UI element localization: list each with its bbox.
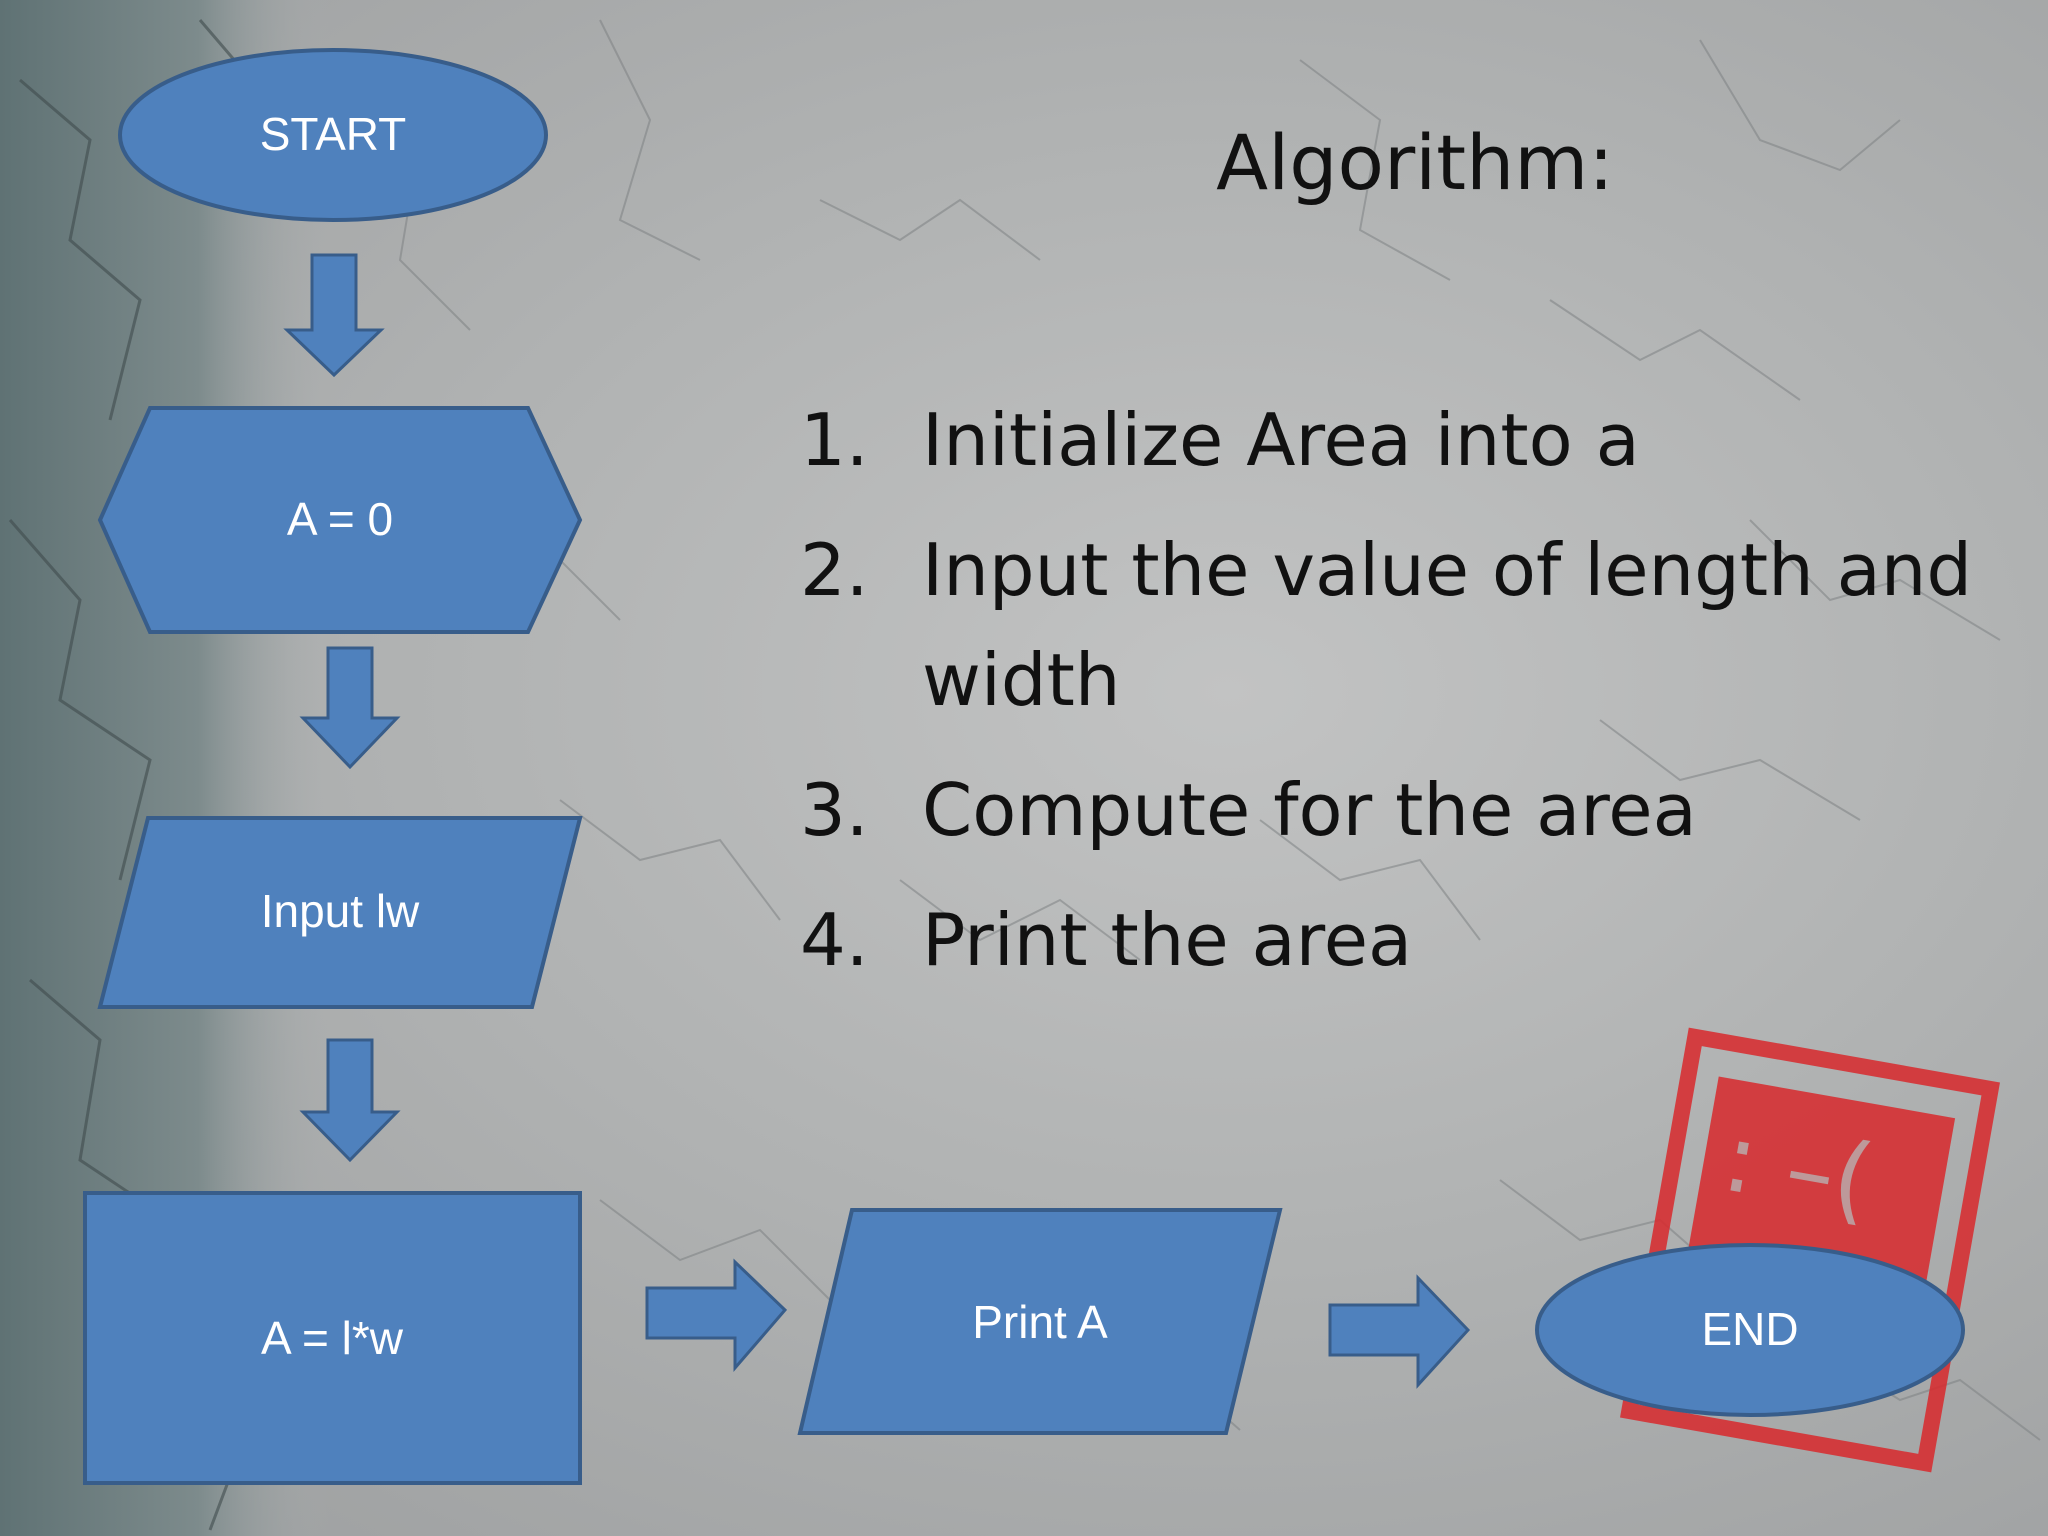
init-preparation-shape bbox=[97, 406, 583, 634]
step-number: 4. bbox=[800, 898, 869, 982]
flow-arrow-down-2 bbox=[299, 646, 401, 770]
output-label: Print A bbox=[972, 1296, 1108, 1348]
end-terminator bbox=[1535, 1243, 1965, 1417]
step-text: Initialize Area into a bbox=[922, 398, 1640, 482]
step-number: 1. bbox=[800, 398, 869, 482]
algorithm-steps: 1. Initialize Area into a 2. Input the v… bbox=[800, 385, 2020, 1015]
step-text: Compute for the area bbox=[922, 768, 1697, 852]
step-number: 2. bbox=[800, 528, 869, 612]
algorithm-step: 4. Print the area bbox=[800, 885, 2020, 995]
step-number: 3. bbox=[800, 768, 869, 852]
flow-arrow-right-1 bbox=[645, 1258, 788, 1373]
init-label: A = 0 bbox=[287, 493, 393, 545]
step-text: Input the value of length and width bbox=[922, 528, 1973, 722]
input-label: Input lw bbox=[261, 885, 420, 937]
flow-arrow-down-3 bbox=[299, 1038, 401, 1163]
input-data-shape bbox=[97, 816, 583, 1009]
output-data-shape bbox=[797, 1208, 1283, 1435]
flow-arrow-right-2 bbox=[1328, 1274, 1471, 1389]
flow-arrow-down-1 bbox=[283, 253, 385, 378]
svg-text:: –(: : –( bbox=[1715, 1101, 1881, 1237]
step-text: Print the area bbox=[922, 898, 1413, 982]
end-label: END bbox=[1701, 1303, 1798, 1355]
start-label: START bbox=[260, 108, 407, 160]
algorithm-step: 3. Compute for the area bbox=[800, 755, 2020, 865]
algorithm-title: Algorithm: bbox=[1216, 118, 1614, 207]
process-label: A = l*w bbox=[261, 1312, 404, 1364]
algorithm-step: 2. Input the value of length and width bbox=[800, 515, 2020, 735]
process-shape bbox=[83, 1191, 582, 1485]
algorithm-step: 1. Initialize Area into a bbox=[800, 385, 2020, 495]
start-terminator bbox=[118, 48, 548, 222]
